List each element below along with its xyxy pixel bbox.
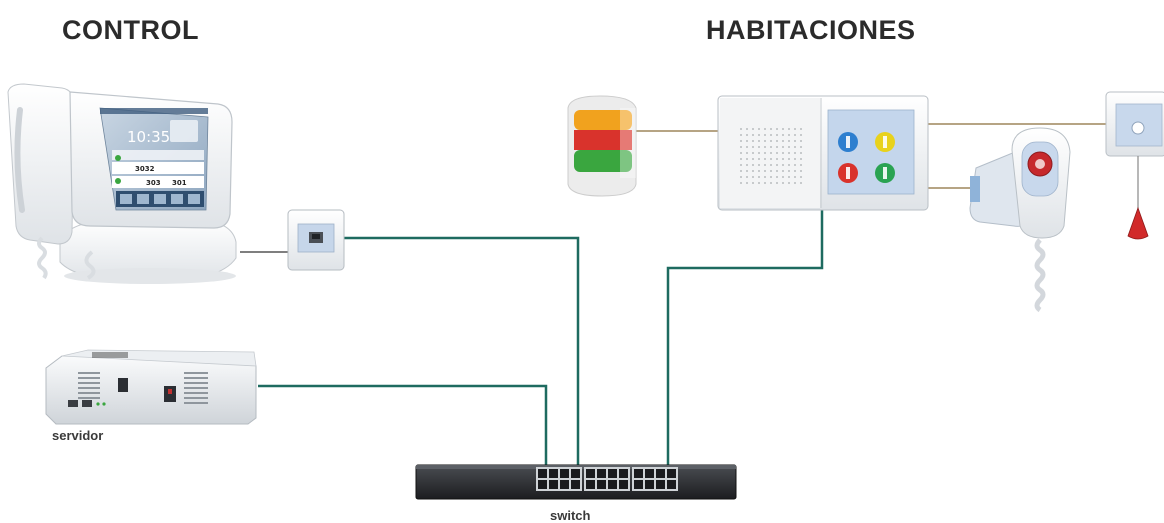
switch-ports (536, 467, 678, 491)
status-beacon (567, 95, 637, 197)
network-outlet (287, 209, 345, 271)
switch-port (667, 469, 676, 478)
console-call-2: 303 (146, 179, 161, 187)
panel-switch-link (666, 205, 824, 470)
switch-port (597, 469, 606, 478)
control-heading: CONTROL (62, 15, 199, 45)
connection-lines (240, 123, 1106, 470)
network-switch (415, 464, 737, 500)
switch-port (634, 480, 643, 489)
switch-port (645, 480, 654, 489)
server-unit (45, 349, 257, 425)
pull-cord-unit (1105, 91, 1164, 240)
call-handset (969, 127, 1071, 313)
habitaciones-heading: HABITACIONES (706, 15, 916, 45)
switch-port (586, 469, 595, 478)
switch-port (634, 469, 643, 478)
server-switch-link (258, 384, 548, 470)
console-call-3: 301 (172, 179, 187, 187)
switch-port (619, 469, 628, 478)
servidor-label: servidor (52, 428, 104, 443)
room-control-panel (717, 95, 929, 211)
switch-port (619, 480, 628, 489)
switch-port (571, 480, 580, 489)
switch-port (586, 480, 595, 489)
switch-port (549, 480, 558, 489)
console-clock-text: 10:35 (127, 128, 170, 146)
outlet-switch-link (343, 236, 580, 470)
switch-port (571, 469, 580, 478)
console-call-1: 3032 (135, 165, 155, 173)
switch-port (656, 469, 665, 478)
switch-port (656, 480, 665, 489)
switch-port (597, 480, 606, 489)
switch-port (538, 480, 547, 489)
switch-port (667, 480, 676, 489)
switch-port (645, 469, 654, 478)
switch-port (560, 469, 569, 478)
switch-port (538, 469, 547, 478)
switch-label: switch (550, 508, 591, 523)
switch-port (549, 469, 558, 478)
switch-port (608, 480, 617, 489)
switch-port (560, 480, 569, 489)
control-console: 10:35 3032 303 301 (7, 83, 237, 284)
switch-port (608, 469, 617, 478)
